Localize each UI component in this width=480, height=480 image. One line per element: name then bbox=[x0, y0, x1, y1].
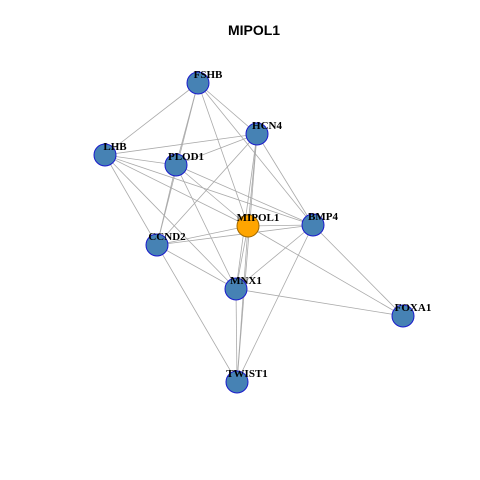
edge-hcn4-mnx1 bbox=[235, 133, 258, 290]
edge-plod1-mipol1 bbox=[175, 164, 249, 227]
node-label-mipol1: MIPOL1 bbox=[237, 212, 280, 224]
diagram-title: MIPOL1 bbox=[228, 22, 280, 38]
node-circle-twist1 bbox=[225, 370, 249, 394]
edge-hcn4-bmp4 bbox=[256, 133, 314, 226]
node-label-fshb: FSHB bbox=[194, 69, 223, 81]
node-circle-plod1 bbox=[164, 153, 188, 177]
node-label-hcn4: HCN4 bbox=[252, 120, 282, 132]
edge-fshb-mipol1 bbox=[197, 82, 249, 227]
node-circle-mnx1 bbox=[224, 277, 248, 301]
node-label-lhb: LHB bbox=[103, 141, 127, 153]
edge-mipol1-twist1 bbox=[236, 225, 249, 383]
edge-mipol1-ccnd2 bbox=[156, 225, 249, 246]
edge-hcn4-ccnd2 bbox=[156, 133, 258, 246]
edge-fshb-lhb bbox=[104, 82, 199, 156]
node-plod1: PLOD1 bbox=[164, 151, 204, 177]
edge-bmp4-foxa1 bbox=[312, 224, 404, 317]
edge-ccnd2-mnx1 bbox=[156, 244, 237, 290]
edge-bmp4-ccnd2 bbox=[156, 224, 314, 246]
node-label-twist1: TWIST1 bbox=[226, 368, 268, 380]
node-twist1: TWIST1 bbox=[225, 368, 268, 394]
node-label-plod1: PLOD1 bbox=[168, 151, 204, 163]
node-label-bmp4: BMP4 bbox=[308, 211, 338, 223]
edge-plod1-ccnd2 bbox=[156, 164, 177, 246]
node-circle-hcn4 bbox=[245, 122, 269, 146]
edge-lhb-bmp4 bbox=[104, 154, 314, 226]
node-circle-ccnd2 bbox=[145, 233, 169, 257]
node-mipol1: MIPOL1 bbox=[236, 212, 280, 238]
node-bmp4: BMP4 bbox=[301, 211, 338, 237]
edge-fshb-hcn4 bbox=[197, 82, 258, 135]
node-label-foxa1: FOXA1 bbox=[395, 302, 432, 314]
node-hcn4: HCN4 bbox=[245, 120, 282, 146]
node-ccnd2: CCND2 bbox=[145, 231, 186, 257]
node-circle-lhb bbox=[93, 143, 117, 167]
node-circle-bmp4 bbox=[301, 213, 325, 237]
edge-lhb-hcn4 bbox=[104, 133, 258, 156]
edge-hcn4-twist1 bbox=[236, 133, 258, 383]
edge-hcn4-plod1 bbox=[175, 133, 258, 166]
node-circle-mipol1 bbox=[236, 214, 260, 238]
edge-lhb-ccnd2 bbox=[104, 154, 158, 246]
node-mnx1: MNX1 bbox=[224, 275, 262, 301]
node-circle-fshb bbox=[186, 71, 210, 95]
edge-lhb-mipol1 bbox=[104, 154, 249, 227]
edge-bmp4-twist1 bbox=[236, 224, 314, 383]
edge-bmp4-mnx1 bbox=[235, 224, 314, 290]
edge-ccnd2-twist1 bbox=[156, 244, 238, 383]
edge-lhb-plod1 bbox=[104, 154, 177, 166]
edge-mnx1-foxa1 bbox=[235, 288, 404, 317]
edge-plod1-mnx1 bbox=[175, 164, 237, 290]
node-foxa1: FOXA1 bbox=[391, 302, 432, 328]
edge-mipol1-foxa1 bbox=[247, 225, 404, 317]
node-label-ccnd2: CCND2 bbox=[148, 231, 186, 243]
node-label-mnx1: MNX1 bbox=[230, 275, 262, 287]
edge-lhb-mnx1 bbox=[104, 154, 237, 290]
node-circle-foxa1 bbox=[391, 304, 415, 328]
edge-plod1-bmp4 bbox=[175, 164, 314, 226]
node-lhb: LHB bbox=[93, 141, 127, 167]
edge-mnx1-twist1 bbox=[235, 288, 238, 383]
node-fshb: FSHB bbox=[186, 69, 223, 95]
